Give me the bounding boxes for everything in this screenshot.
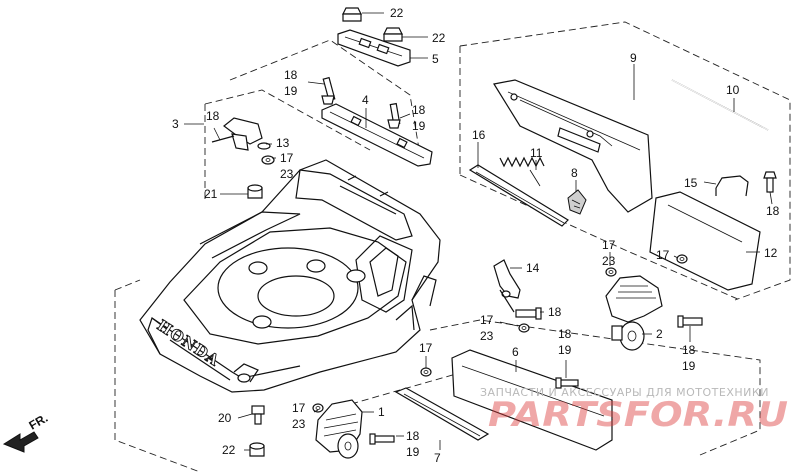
part-17-washer-c xyxy=(605,267,617,277)
label-17-f: 17 xyxy=(292,401,306,415)
part-12-plate xyxy=(649,191,761,291)
part-11-spring xyxy=(499,156,545,187)
label-17-e: 17 xyxy=(419,341,433,355)
part-17-washer-b xyxy=(676,254,688,264)
watermark: ЗАПЧАСТИ И АКСЕССУАРЫ ДЛЯ МОТОТЕХНИКИ PA… xyxy=(480,386,788,435)
label-6: 6 xyxy=(512,345,519,359)
part-16-rod xyxy=(468,164,569,227)
label-18-h: 18 xyxy=(406,429,420,443)
label-8: 8 xyxy=(571,166,578,180)
part-7-rail xyxy=(394,387,490,441)
part-4-hinge-bar xyxy=(321,103,433,167)
part-18-bolt-right xyxy=(763,171,777,193)
part-17-washer-d xyxy=(518,323,530,333)
label-18-c: 18 xyxy=(206,109,220,123)
label-17-c: 17 xyxy=(602,238,616,252)
part-18-pin-front xyxy=(369,433,395,445)
part-8-spring-clip xyxy=(567,189,587,215)
label-16: 16 xyxy=(472,128,486,142)
label-22-top: 22 xyxy=(390,6,404,20)
label-4: 4 xyxy=(362,93,369,107)
part-18-bolt-a xyxy=(321,76,336,105)
label-20: 20 xyxy=(218,411,232,425)
label-19-e: 19 xyxy=(406,445,420,459)
watermark-tagline: ЗАПЧАСТИ И АКСЕССУАРЫ ДЛЯ МОТОТЕХНИКИ xyxy=(480,386,769,399)
label-7: 7 xyxy=(434,451,441,465)
leader-lines xyxy=(184,12,773,451)
label-23-a: 23 xyxy=(280,167,294,181)
label-18-g: 18 xyxy=(558,327,572,341)
label-2: 2 xyxy=(656,327,663,341)
label-12: 12 xyxy=(764,246,778,260)
part-1-height-adjuster xyxy=(315,399,363,459)
label-17-a: 17 xyxy=(280,151,294,165)
label-13: 13 xyxy=(276,136,290,150)
part-17-washer-a xyxy=(261,155,275,165)
part-22-nut-top xyxy=(342,7,362,22)
label-19-c: 19 xyxy=(682,359,696,373)
label-17-d: 17 xyxy=(480,313,494,327)
part-5-hinge-bracket xyxy=(337,29,411,67)
label-15: 15 xyxy=(684,176,698,190)
part-22-nut-bottom xyxy=(249,442,265,457)
part-18-pin-center xyxy=(515,307,542,320)
label-23-d: 23 xyxy=(292,417,306,431)
part-17-washer-f xyxy=(312,403,324,413)
part-number-labels: 22 22 5 9 10 18 19 4 18 19 3 18 13 17 23… xyxy=(172,6,780,465)
label-22-bottom: 22 xyxy=(222,443,236,457)
part-22-nut-second xyxy=(383,27,403,42)
label-5: 5 xyxy=(432,52,439,66)
part-15-bracket xyxy=(715,175,749,197)
label-14: 14 xyxy=(526,261,540,275)
label-18-a: 18 xyxy=(284,68,298,82)
label-23-b: 23 xyxy=(602,254,616,268)
label-1: 1 xyxy=(378,405,385,419)
front-direction-marker: FR. xyxy=(2,411,51,453)
label-18-b: 18 xyxy=(412,103,426,117)
part-18-pin-bottom xyxy=(555,377,579,389)
part-2-height-adjuster xyxy=(605,275,663,351)
part-3-front-bracket xyxy=(211,117,263,151)
front-label: FR. xyxy=(27,411,51,433)
part-21-nut xyxy=(247,184,263,199)
label-19-b: 19 xyxy=(412,119,426,133)
part-14-bracket xyxy=(493,259,521,313)
part-18-pin-right xyxy=(677,315,703,328)
label-18-e: 18 xyxy=(548,305,562,319)
label-23-c: 23 xyxy=(480,329,494,343)
label-18-f: 18 xyxy=(682,343,696,357)
label-19-a: 19 xyxy=(284,84,298,98)
watermark-brand: PARTSFOR.RU xyxy=(488,395,788,435)
label-22-second: 22 xyxy=(432,31,446,45)
part-9-rear-flap xyxy=(493,79,653,213)
part-10-hinge-rod xyxy=(671,79,769,131)
part-20-bolt xyxy=(251,405,265,425)
label-18-d: 18 xyxy=(766,204,780,218)
part-18-bolt-b xyxy=(387,102,401,129)
label-9: 9 xyxy=(630,51,637,65)
part-13-washer xyxy=(257,142,271,150)
part-17-washer-e xyxy=(420,367,432,377)
label-21: 21 xyxy=(204,187,218,201)
label-11: 11 xyxy=(530,146,543,160)
label-19-d: 19 xyxy=(558,343,572,357)
part-6-side-flap xyxy=(451,349,613,451)
label-17-b: 17 xyxy=(656,248,670,262)
mower-housing xyxy=(139,159,441,393)
label-10: 10 xyxy=(726,83,740,97)
label-3: 3 xyxy=(172,117,179,131)
